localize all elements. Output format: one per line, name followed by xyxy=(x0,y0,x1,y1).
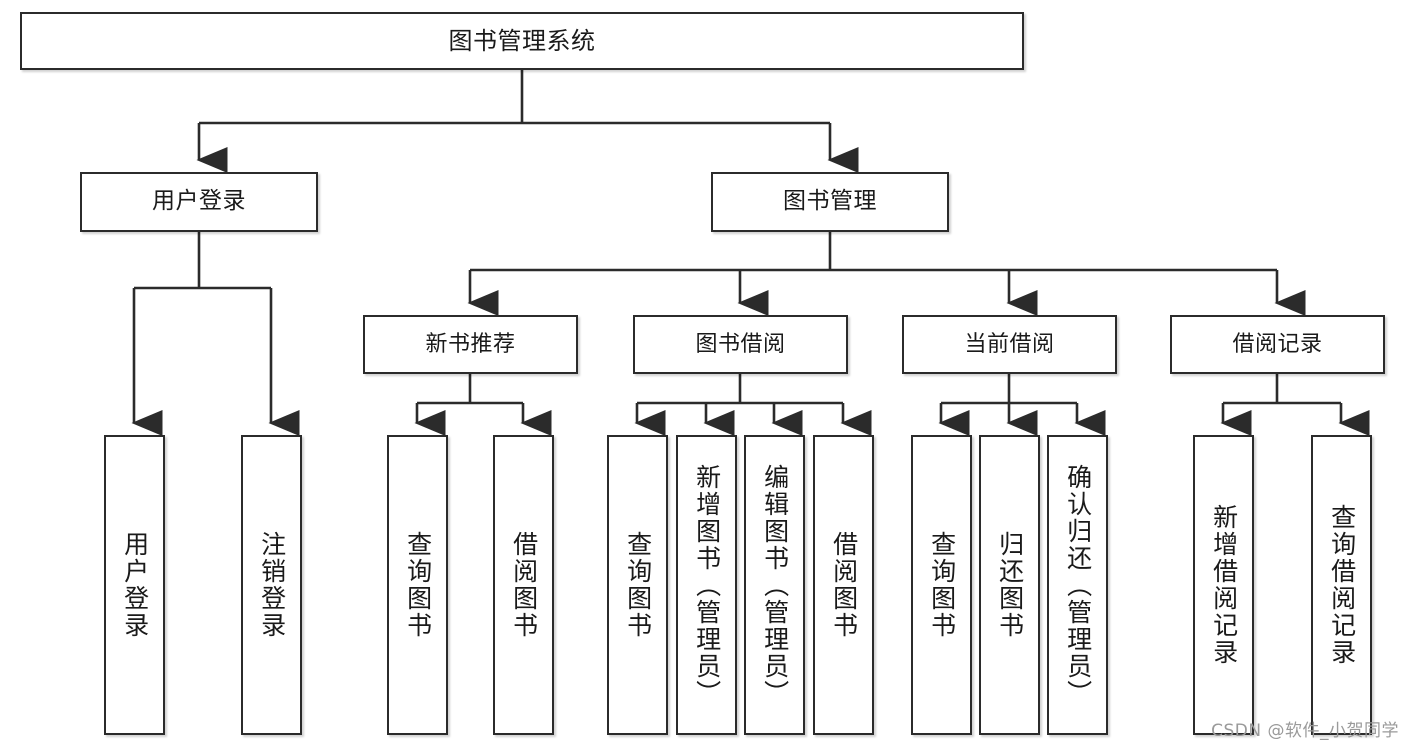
node-user-login-label: 用户登录 xyxy=(152,188,246,215)
leaf-borrow-book-1[interactable]: 借阅图书 xyxy=(493,435,554,735)
leaf-user-login[interactable]: 用户登录 xyxy=(104,435,165,735)
node-book-manage-label: 图书管理 xyxy=(783,188,877,215)
leaf-add-record-label: 新增借阅记录 xyxy=(1209,504,1239,666)
leaf-user-login-label: 用户登录 xyxy=(120,531,150,639)
leaf-query-record[interactable]: 查询借阅记录 xyxy=(1311,435,1372,735)
node-borrow-record-label: 借阅记录 xyxy=(1232,331,1323,357)
node-book-manage[interactable]: 图书管理 xyxy=(711,172,949,232)
leaf-edit-book-label: 编辑图书（管理员） xyxy=(760,463,790,707)
leaf-query-book-2-label: 查询图书 xyxy=(623,531,653,639)
node-book-borrow-label: 图书借阅 xyxy=(695,331,786,357)
node-new-book-rec-label: 新书推荐 xyxy=(425,331,516,357)
leaf-return-book[interactable]: 归还图书 xyxy=(979,435,1040,735)
leaf-borrow-book-2[interactable]: 借阅图书 xyxy=(813,435,874,735)
node-current-borrow[interactable]: 当前借阅 xyxy=(902,315,1117,374)
leaf-add-book-label: 新增图书（管理员） xyxy=(692,463,722,707)
node-new-book-rec[interactable]: 新书推荐 xyxy=(363,315,578,374)
node-root-label: 图书管理系统 xyxy=(448,26,596,55)
node-book-borrow[interactable]: 图书借阅 xyxy=(633,315,848,374)
leaf-query-book-3[interactable]: 查询图书 xyxy=(911,435,972,735)
node-current-borrow-label: 当前借阅 xyxy=(964,331,1055,357)
node-root[interactable]: 图书管理系统 xyxy=(20,12,1024,70)
leaf-return-book-label: 归还图书 xyxy=(995,531,1025,639)
leaf-query-book-2[interactable]: 查询图书 xyxy=(607,435,668,735)
leaf-confirm-return-label: 确认归还（管理员） xyxy=(1063,463,1093,707)
leaf-add-book[interactable]: 新增图书（管理员） xyxy=(676,435,737,735)
node-borrow-record[interactable]: 借阅记录 xyxy=(1170,315,1385,374)
leaf-confirm-return[interactable]: 确认归还（管理员） xyxy=(1047,435,1108,735)
leaf-add-record[interactable]: 新增借阅记录 xyxy=(1193,435,1254,735)
leaf-query-book-1-label: 查询图书 xyxy=(403,531,433,639)
leaf-query-book-3-label: 查询图书 xyxy=(927,531,957,639)
node-user-login[interactable]: 用户登录 xyxy=(80,172,318,232)
leaf-query-book-1[interactable]: 查询图书 xyxy=(387,435,448,735)
leaf-borrow-book-1-label: 借阅图书 xyxy=(509,531,539,639)
leaf-query-record-label: 查询借阅记录 xyxy=(1327,504,1357,666)
leaf-borrow-book-2-label: 借阅图书 xyxy=(829,531,859,639)
leaf-edit-book[interactable]: 编辑图书（管理员） xyxy=(744,435,805,735)
leaf-logout-label: 注销登录 xyxy=(257,531,287,639)
leaf-logout[interactable]: 注销登录 xyxy=(241,435,302,735)
